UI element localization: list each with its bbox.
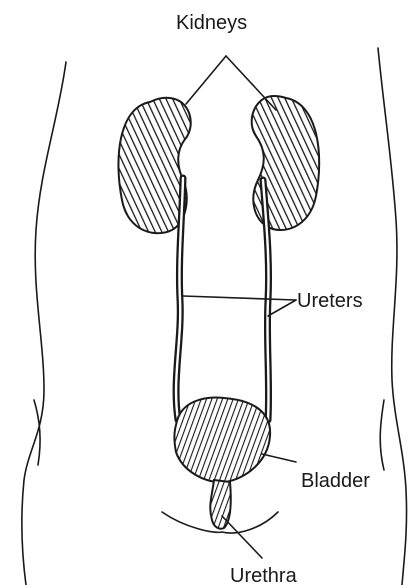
label-urethra: Urethra <box>230 566 297 586</box>
label-ureters: Ureters <box>297 291 363 311</box>
hip-crease-right <box>380 400 384 470</box>
kidneys-leader-left <box>186 56 226 104</box>
body-outline-left <box>22 62 66 585</box>
bladder <box>175 398 271 529</box>
kidneys-leader-right <box>226 56 276 110</box>
body-outline-right <box>378 48 407 585</box>
ureters-leader-right <box>268 300 296 316</box>
ureters-leader <box>183 296 296 300</box>
urethra-leader <box>222 516 262 558</box>
label-kidneys: Kidneys <box>176 13 247 33</box>
bladder-leader <box>262 454 296 462</box>
label-bladder: Bladder <box>301 471 370 491</box>
